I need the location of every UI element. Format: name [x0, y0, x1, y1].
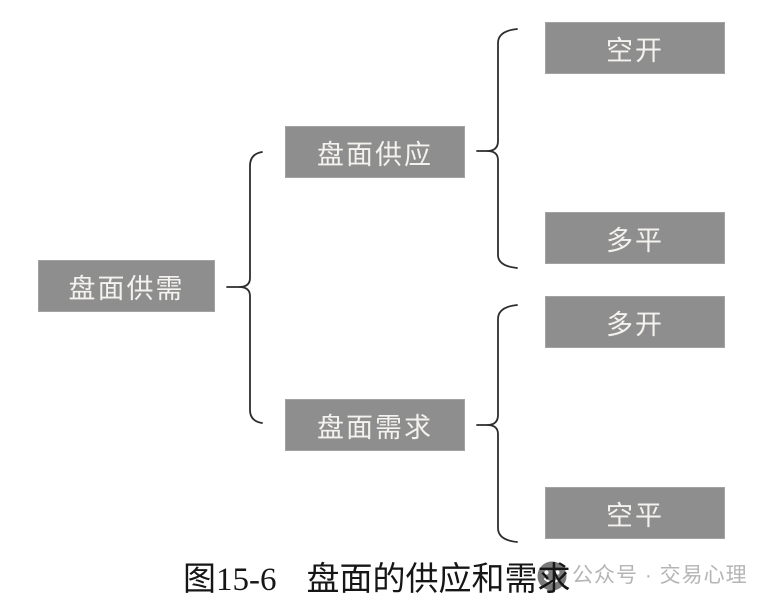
node-branch-supply: 盘面供应: [285, 126, 465, 178]
watermark-text: 公众号 · 交易心理: [572, 564, 748, 587]
figure-title: 盘面的供应和需求: [306, 562, 571, 598]
figure-number: 图15-6: [183, 562, 277, 598]
brace-supply: [486, 28, 518, 269]
node-branch-demand: 盘面需求: [285, 399, 465, 451]
node-root-supply-demand: 盘面供需: [38, 260, 215, 312]
node-leaf-short-close: 空平: [545, 487, 725, 539]
brace-root: [238, 151, 263, 424]
node-leaf-short-open: 空开: [545, 22, 725, 74]
node-leaf-long-open: 多开: [545, 296, 725, 348]
smiley-face-icon: [536, 560, 568, 592]
node-leaf-long-close: 多平: [545, 212, 725, 264]
watermark: 公众号 · 交易心理: [536, 560, 748, 592]
brace-demand: [486, 304, 518, 543]
figure-caption: 图15-6 盘面的供应和需求: [183, 560, 571, 600]
